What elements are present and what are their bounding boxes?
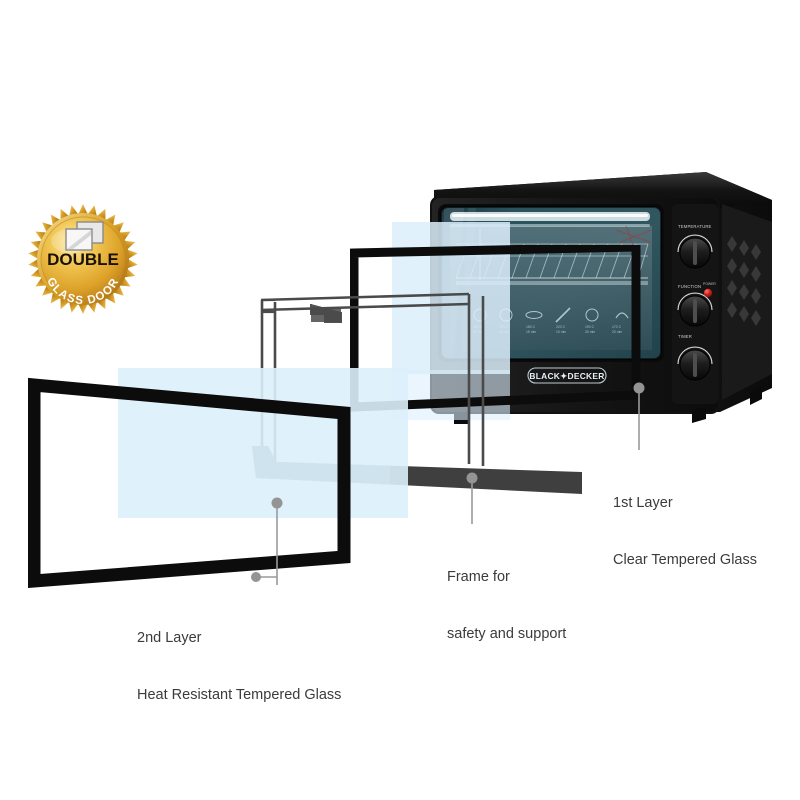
callout-frame-line1: Frame for [447, 569, 510, 585]
power-indicator-light [703, 288, 713, 298]
svg-text:170 C: 170 C [612, 325, 622, 329]
knob-label-function: FUNCTION [678, 284, 701, 289]
svg-text:180 C: 180 C [526, 325, 536, 329]
svg-text:220 C: 220 C [556, 325, 566, 329]
callout-frame-line2: safety and support [447, 626, 567, 642]
svg-text:15 min: 15 min [526, 330, 536, 334]
callout-second-layer-line1: 2nd Layer [137, 630, 202, 646]
knob-label-temperature: TEMPERATURE [678, 224, 712, 229]
callout-first-layer-line1: 1st Layer [613, 495, 673, 511]
svg-text:30 min: 30 min [585, 330, 595, 334]
badge-line1: DOUBLE [47, 250, 119, 269]
callout-second-layer: 2nd Layer Heat Resistant Tempered Glass [137, 591, 341, 743]
svg-text:20 min: 20 min [612, 330, 622, 334]
oven-brand-badge: BLACK✦DECKER [529, 371, 604, 381]
callout-frame: Frame for safety and support [447, 530, 566, 682]
svg-text:190 C: 190 C [585, 325, 595, 329]
svg-text:10 min: 10 min [556, 330, 566, 334]
two-glass-panes-icon [65, 221, 104, 251]
knob-label-timer: TIMER [678, 334, 692, 339]
callout-second-layer-line2: Heat Resistant Tempered Glass [137, 687, 342, 703]
double-glass-door-badge: DOUBLE GLASS DOOR [22, 203, 144, 315]
callout-first-layer: 1st Layer Clear Tempered Glass [613, 456, 757, 608]
layer-frame-first [350, 245, 641, 412]
svg-text:POWER: POWER [703, 282, 716, 286]
callout-first-layer-line2: Clear Tempered Glass [613, 552, 757, 568]
layer-frame-second [28, 377, 351, 588]
glass-pane-first-layer-lower [392, 370, 510, 420]
